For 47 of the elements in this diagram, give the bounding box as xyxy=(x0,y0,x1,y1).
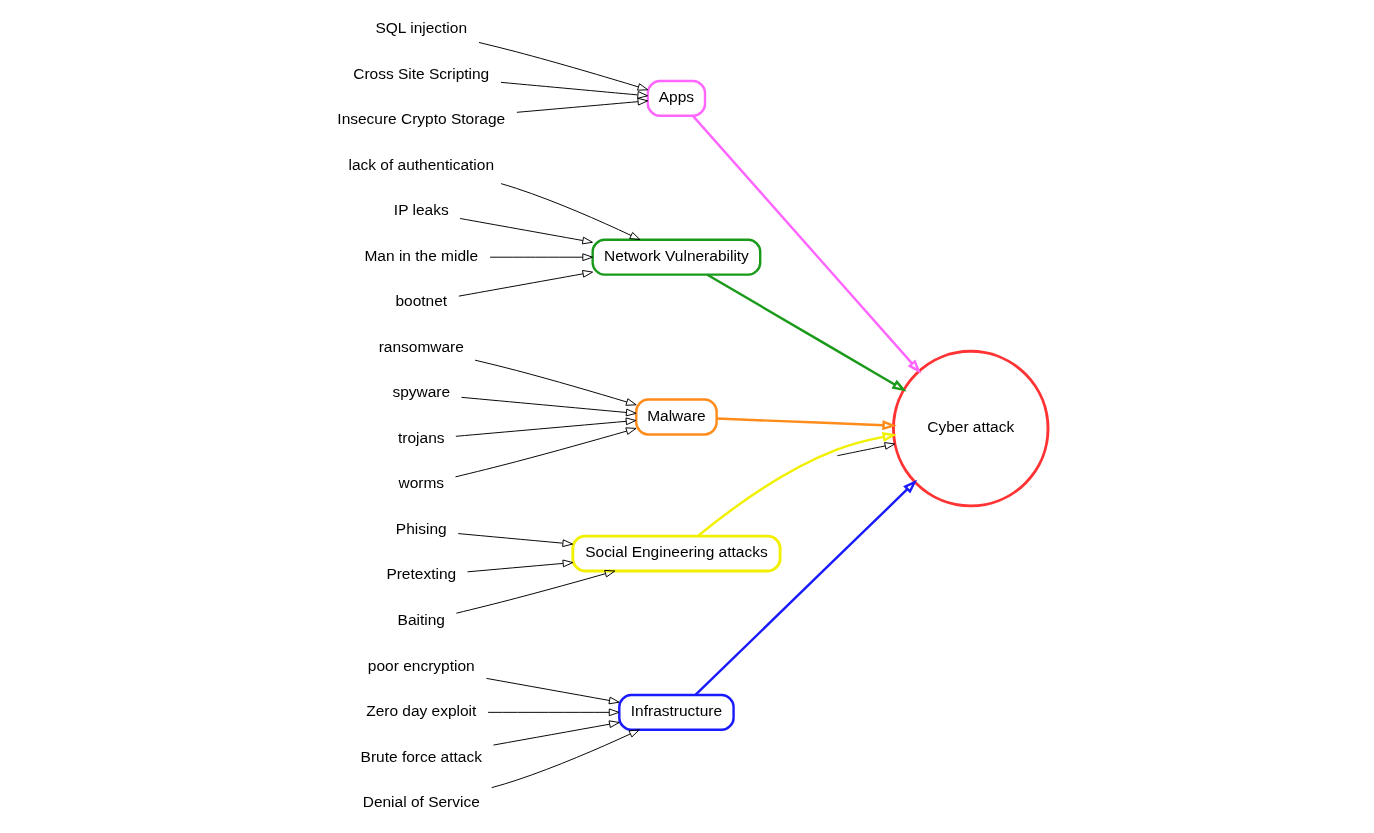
arrow xyxy=(455,569,616,614)
arrow xyxy=(486,677,620,705)
arrow xyxy=(455,417,637,437)
node-box: Social Engineering attacks xyxy=(571,534,782,573)
node-text: Phising xyxy=(395,519,447,537)
arrow xyxy=(457,533,574,548)
arrow xyxy=(478,42,649,91)
node-text: Pretexting xyxy=(386,565,457,583)
node-text: IP leaks xyxy=(393,201,449,219)
arrow xyxy=(500,81,649,99)
arrow xyxy=(836,442,896,457)
node-text: Cross Site Scripting xyxy=(353,64,490,82)
arrow xyxy=(489,253,593,262)
node-text: Denial of Service xyxy=(362,793,480,811)
node-text: Insecure Crypto Storage xyxy=(337,110,506,128)
arrow xyxy=(487,708,620,717)
node-text: bootnet xyxy=(395,292,448,310)
node-text: worms xyxy=(398,474,445,492)
arrow xyxy=(706,273,907,392)
arrow xyxy=(692,115,922,374)
node-text: trojans xyxy=(398,428,445,446)
node-text: spyware xyxy=(392,383,451,401)
arrow xyxy=(516,97,649,113)
node-text: Baiting xyxy=(397,611,445,628)
arrow xyxy=(697,432,898,537)
node-text: SQL injection xyxy=(375,19,468,37)
node-text: ransomware xyxy=(378,337,464,355)
node-box: Apps xyxy=(646,79,707,117)
arrow xyxy=(467,559,574,573)
node-text: Brute force attack xyxy=(360,747,482,765)
arrow xyxy=(694,479,918,696)
arrow xyxy=(455,427,637,478)
arrow xyxy=(459,218,593,245)
node-box: Malware xyxy=(635,398,718,436)
arrow xyxy=(492,720,620,746)
arrow xyxy=(500,183,641,241)
arrow xyxy=(491,729,640,789)
arrow xyxy=(716,417,897,431)
node-text: Zero day exploit xyxy=(366,702,477,720)
node-box: Network Vulnerability xyxy=(591,238,762,276)
node-box: Infrastructure xyxy=(618,693,735,731)
node-text: lack of authentication xyxy=(348,155,494,173)
arrow xyxy=(461,396,637,417)
arrow xyxy=(474,359,637,406)
node-text: poor encryption xyxy=(367,656,475,674)
node-text: Man in the midle xyxy=(364,246,479,264)
arrow xyxy=(458,269,594,297)
